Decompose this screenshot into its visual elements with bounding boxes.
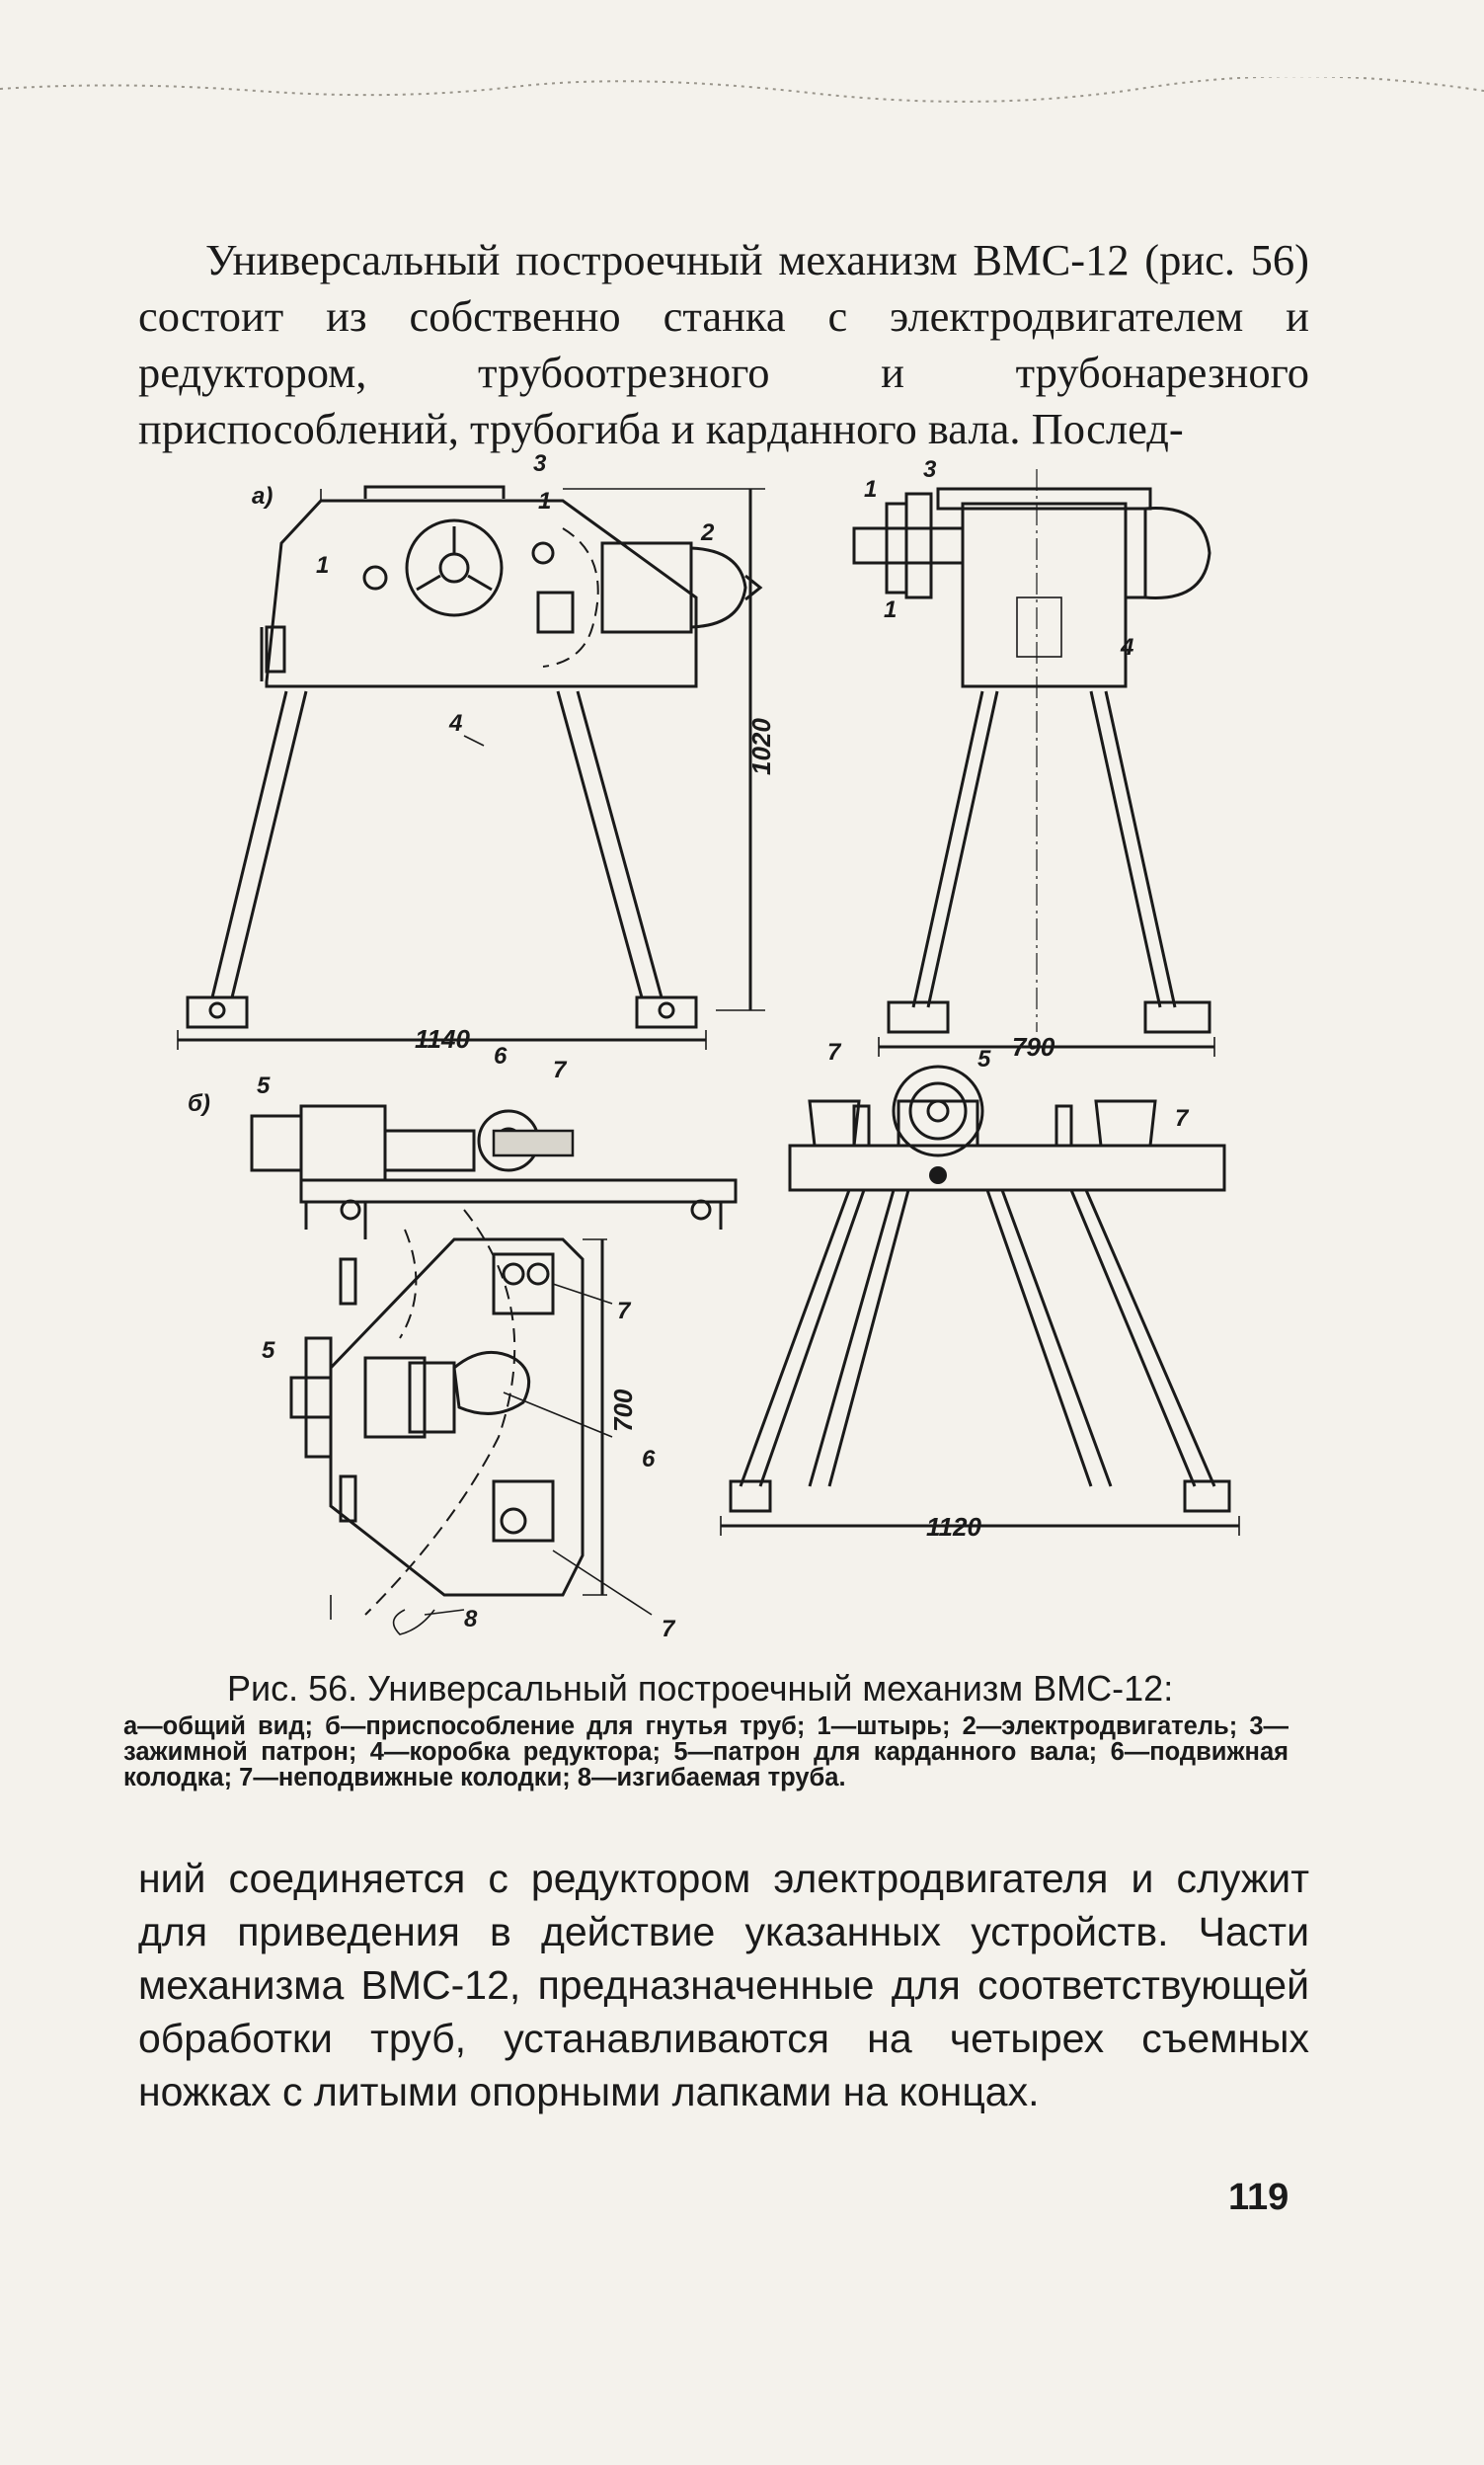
callout-4: 4 bbox=[448, 710, 462, 737]
callout-5-side: 5 bbox=[257, 1073, 271, 1099]
page-number: 119 bbox=[1228, 2177, 1289, 2218]
dimension-700: 700 bbox=[608, 1389, 638, 1432]
callout-7-front-right: 7 bbox=[1175, 1105, 1190, 1132]
callout-2: 2 bbox=[700, 519, 715, 546]
machine-side-view bbox=[177, 485, 765, 1050]
scan-edge-noise bbox=[0, 77, 1484, 103]
dimension-790: 790 bbox=[1012, 1032, 1055, 1062]
technical-drawing: а) bbox=[177, 450, 1240, 1642]
callout-3-end: 3 bbox=[923, 456, 937, 483]
bender-plan-view bbox=[289, 1209, 653, 1635]
body-paragraph-1: Универсальный построечный механизм ВМС-1… bbox=[138, 235, 1309, 453]
dimension-1020: 1020 bbox=[746, 718, 776, 775]
panel-label-b: б) bbox=[188, 1090, 210, 1117]
callout-6-plan: 6 bbox=[642, 1446, 656, 1472]
callout-1-end-top: 1 bbox=[864, 476, 877, 503]
figure-caption-legend: а—общий вид; б—приспособление для гнутья… bbox=[123, 1712, 1289, 1791]
figure-56: а) bbox=[168, 449, 1303, 1644]
callout-5-plan: 5 bbox=[262, 1337, 275, 1364]
body-paragraph-2: ний соединяется с редуктором электродвиг… bbox=[138, 1856, 1309, 2114]
callout-7-side: 7 bbox=[553, 1057, 568, 1083]
callout-6-side: 6 bbox=[494, 1043, 508, 1070]
bender-side-view bbox=[250, 1104, 738, 1239]
dimension-1120: 1120 bbox=[926, 1512, 981, 1542]
callout-1-end-bottom: 1 bbox=[884, 596, 897, 623]
machine-end-view bbox=[852, 469, 1215, 1057]
callout-5-front: 5 bbox=[977, 1046, 991, 1073]
callout-1-right: 1 bbox=[538, 488, 551, 515]
callout-7-front-left: 7 bbox=[827, 1039, 842, 1066]
callout-7-plan-top: 7 bbox=[617, 1298, 632, 1324]
callout-3: 3 bbox=[533, 450, 547, 477]
panel-label-a: а) bbox=[252, 483, 273, 510]
callout-8: 8 bbox=[464, 1606, 478, 1632]
dimension-1140: 1140 bbox=[415, 1024, 470, 1054]
bender-front-view bbox=[720, 1065, 1240, 1536]
callout-4-end: 4 bbox=[1120, 634, 1133, 661]
figure-caption-title: Рис. 56. Универсальный построечный механ… bbox=[227, 1668, 1174, 1709]
callout-7-plan-bottom: 7 bbox=[662, 1616, 676, 1642]
callout-1-left: 1 bbox=[316, 552, 329, 579]
